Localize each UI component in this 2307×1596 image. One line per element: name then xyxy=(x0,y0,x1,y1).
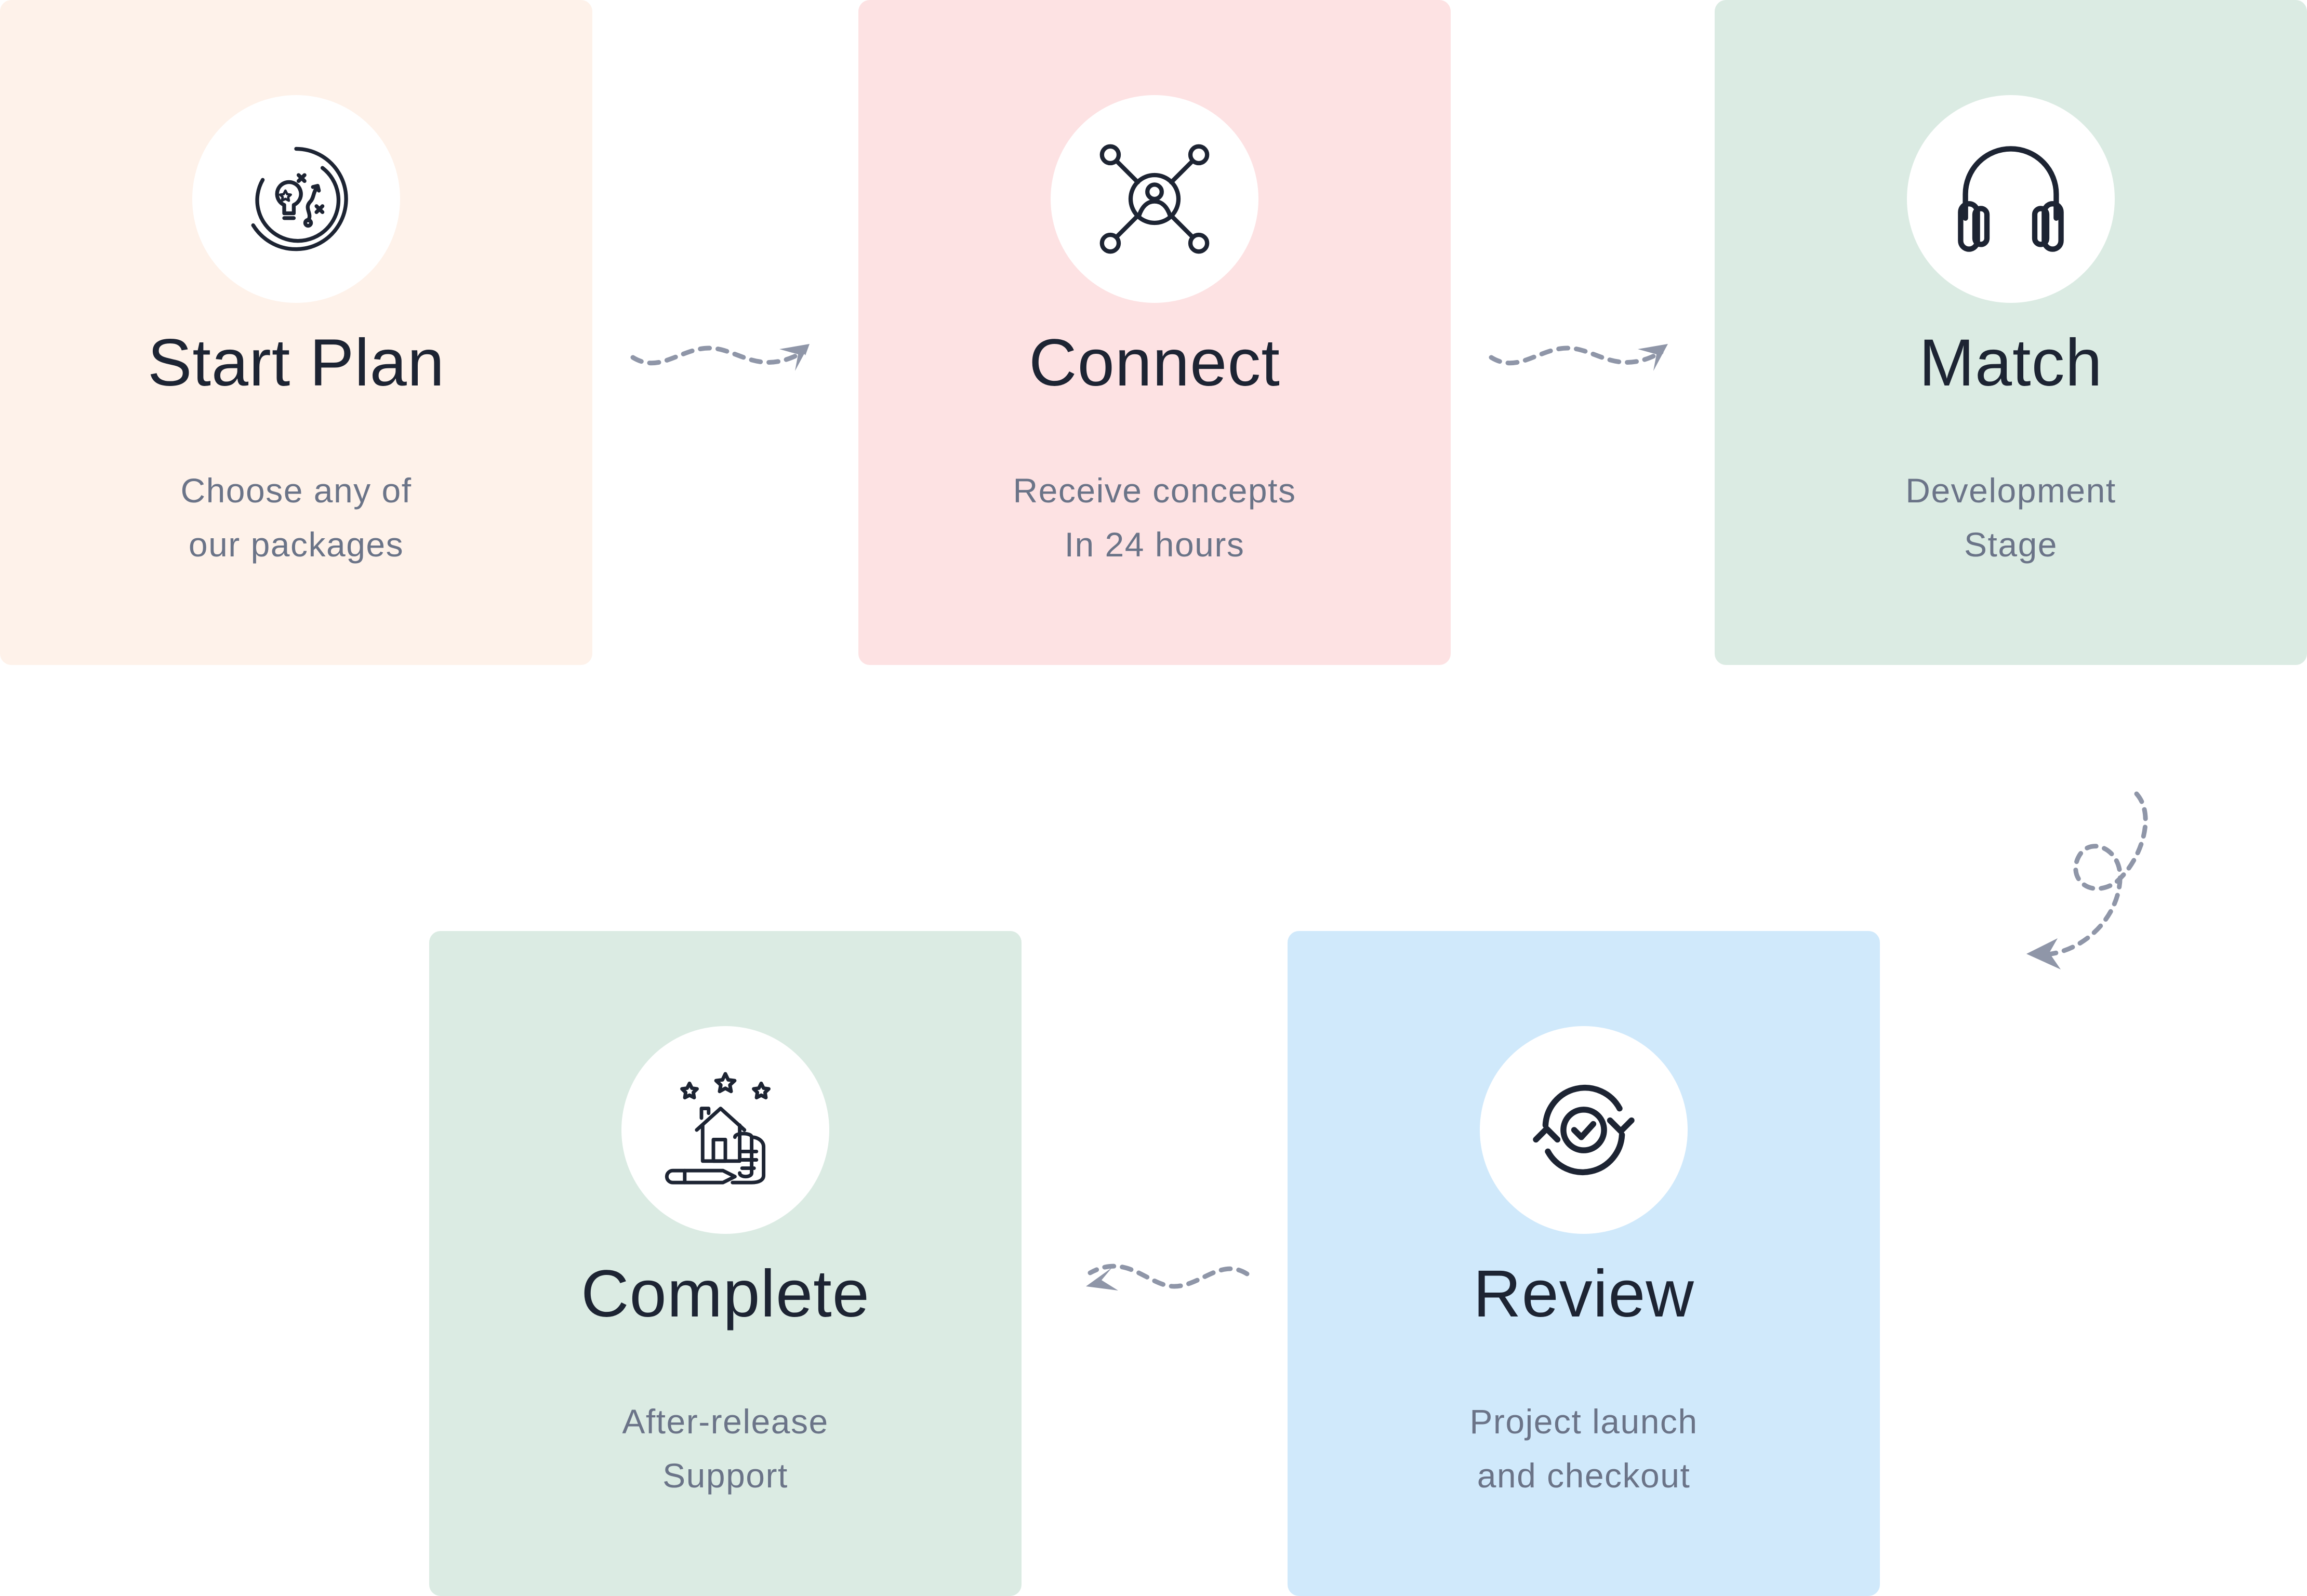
step-title: Complete xyxy=(581,1257,870,1331)
strategy-bulb-icon xyxy=(251,147,348,251)
step-description: Project launch and checkout xyxy=(1288,1394,1880,1502)
dashed-arrow-icon xyxy=(630,344,810,371)
dashed-arrow-icon xyxy=(1086,1264,1250,1291)
step-description: Development Stage xyxy=(1715,463,2307,571)
icon-circle xyxy=(1907,95,2115,303)
step-card-start-plan: Start Plan Choose any of our packages xyxy=(0,0,592,665)
step-description-line-1: Project launch xyxy=(1469,1402,1698,1441)
house-plan-stars-icon xyxy=(665,1072,771,1185)
step-description-line-2: and checkout xyxy=(1477,1456,1691,1495)
headphones-icon xyxy=(1958,146,2064,252)
step-description-line-2: our packages xyxy=(188,525,404,564)
icon-circle xyxy=(621,1026,829,1234)
step-title: Match xyxy=(1919,326,2103,400)
icon-circle xyxy=(1051,95,1258,303)
icon-circle xyxy=(192,95,400,303)
step-description: After-release Support xyxy=(429,1394,1022,1502)
step-description-line-2: Support xyxy=(662,1456,788,1495)
icon-circle xyxy=(1480,1026,1688,1234)
step-description-line-1: After-release xyxy=(622,1402,829,1441)
step-title: Connect xyxy=(1029,326,1280,400)
step-card-connect: Connect Receive concepts In 24 hours xyxy=(858,0,1451,665)
step-description-line-1: Receive concepts xyxy=(1013,471,1296,510)
step-description: Choose any of our packages xyxy=(0,463,592,571)
network-user-icon xyxy=(1099,144,1210,254)
step-title: Review xyxy=(1473,1257,1694,1331)
step-title: Start Plan xyxy=(147,326,445,400)
step-card-review: Review Project launch and checkout xyxy=(1288,931,1880,1596)
looped-dashed-arrow-icon xyxy=(2026,791,2148,969)
step-card-complete: Complete After-release Support xyxy=(429,931,1022,1596)
step-description-line-1: Development xyxy=(1905,471,2116,510)
refresh-check-icon xyxy=(1533,1085,1635,1175)
step-description: Receive concepts In 24 hours xyxy=(858,463,1451,571)
step-description-line-1: Choose any of xyxy=(180,471,412,510)
step-card-match: Match Development Stage xyxy=(1715,0,2307,665)
dashed-arrow-icon xyxy=(1489,344,1668,371)
step-description-line-2: Stage xyxy=(1964,525,2058,564)
step-description-line-2: In 24 hours xyxy=(1064,525,1245,564)
